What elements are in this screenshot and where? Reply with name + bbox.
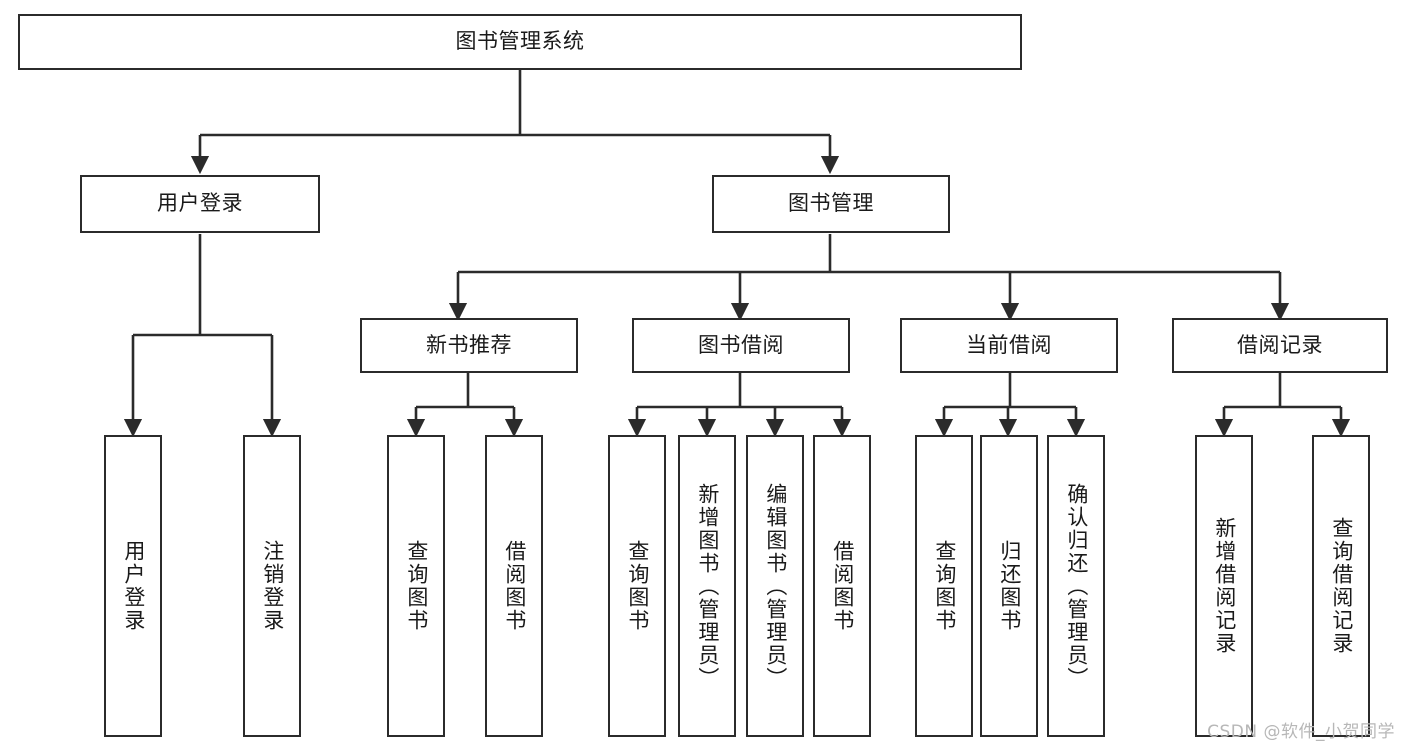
node-root-label: 图书管理系统: [455, 29, 585, 54]
node-leaf-cur-query[interactable]: 查询图书: [915, 435, 973, 737]
node-leaf-cur-return-label: 归还图书: [997, 540, 1022, 632]
node-leaf-borrow-query[interactable]: 查询图书: [608, 435, 666, 737]
node-user-login[interactable]: 用户登录: [80, 175, 320, 233]
node-leaf-rec-add-label: 新增借阅记录: [1212, 517, 1237, 655]
node-leaf-rec-add[interactable]: 新增借阅记录: [1195, 435, 1253, 737]
node-book-borrow-label: 图书借阅: [698, 332, 784, 357]
node-leaf-user-logout[interactable]: 注销登录: [243, 435, 301, 737]
node-leaf-cur-return[interactable]: 归还图书: [980, 435, 1038, 737]
node-leaf-cur-confirm-label: 确认归还（管理员）: [1064, 482, 1089, 690]
node-current-borrow-label: 当前借阅: [966, 332, 1052, 357]
node-leaf-user-login-label: 用户登录: [121, 540, 146, 632]
node-user-login-label: 用户登录: [157, 191, 243, 216]
node-leaf-user-logout-label: 注销登录: [260, 540, 285, 632]
node-leaf-rec-query-label: 查询图书: [404, 540, 429, 632]
node-leaf-borrow-add-label: 新增图书（管理员）: [695, 482, 720, 690]
node-leaf-rec-query[interactable]: 查询图书: [387, 435, 445, 737]
node-book-manage-label: 图书管理: [788, 191, 874, 216]
node-root[interactable]: 图书管理系统: [18, 14, 1022, 70]
node-borrow-record-label: 借阅记录: [1237, 332, 1323, 357]
node-leaf-borrow-query-label: 查询图书: [625, 540, 650, 632]
node-book-borrow[interactable]: 图书借阅: [632, 318, 850, 373]
node-leaf-borrow-do[interactable]: 借阅图书: [813, 435, 871, 737]
node-leaf-user-login[interactable]: 用户登录: [104, 435, 162, 737]
node-leaf-rec-borrow-label: 借阅图书: [502, 540, 527, 632]
node-leaf-borrow-edit-label: 编辑图书（管理员）: [763, 482, 788, 690]
node-leaf-cur-query-label: 查询图书: [932, 540, 957, 632]
node-leaf-cur-confirm[interactable]: 确认归还（管理员）: [1047, 435, 1105, 737]
node-book-manage[interactable]: 图书管理: [712, 175, 950, 233]
node-leaf-rec-borrow[interactable]: 借阅图书: [485, 435, 543, 737]
node-borrow-record[interactable]: 借阅记录: [1172, 318, 1388, 373]
node-leaf-borrow-do-label: 借阅图书: [830, 540, 855, 632]
node-current-borrow[interactable]: 当前借阅: [900, 318, 1118, 373]
node-leaf-borrow-add[interactable]: 新增图书（管理员）: [678, 435, 736, 737]
node-leaf-rec-query2[interactable]: 查询借阅记录: [1312, 435, 1370, 737]
node-leaf-rec-query2-label: 查询借阅记录: [1329, 517, 1354, 655]
node-leaf-borrow-edit[interactable]: 编辑图书（管理员）: [746, 435, 804, 737]
node-new-book-rec-label: 新书推荐: [426, 332, 512, 357]
node-new-book-rec[interactable]: 新书推荐: [360, 318, 578, 373]
